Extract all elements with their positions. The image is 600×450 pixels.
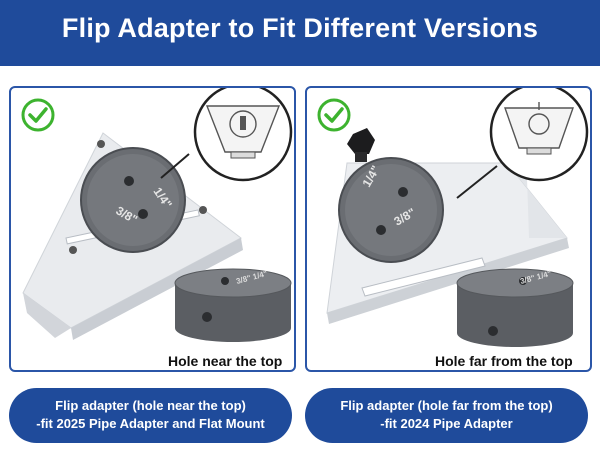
panel-caption: Hole near the top [168,353,283,369]
adapter-puck: 3/8" 1/4" [174,268,292,342]
header-banner: Flip Adapter to Fit Different Versions [0,0,600,66]
adapter-disc: 1/4" 3/8" [80,147,186,253]
pill-line-1: Flip adapter (hole far from the top) [340,398,553,413]
adapter-disc: 1/4" 3/8" [338,157,444,263]
page-title: Flip Adapter to Fit Different Versions [61,13,539,43]
caption-pill-2025: Flip adapter (hole near the top) -fit 20… [9,388,292,443]
detail-callout-bubble [456,88,589,199]
detail-callout-bubble [160,88,293,182]
adapter-puck: 3/8" 1/4" [456,268,574,347]
check-circle-icon [21,98,55,132]
pill-line-2: -fit 2024 Pipe Adapter [380,416,513,431]
panel-caption: Hole far from the top [435,353,573,369]
check-circle-icon [317,98,351,132]
adapter-illustration-far-from-top: 1/4" 3/8" 3/8" 1/4" [317,88,589,347]
panel-hole-near-top: 1/4" 3/8" 3/8" 1/4" Hole near the top [9,86,296,372]
panel-hole-far-from-top: 1/4" 3/8" 3/8" 1/4" Hole far from the to… [305,86,592,372]
black-knob [347,128,375,162]
caption-pill-2024: Flip adapter (hole far from the top) -fi… [305,388,588,443]
adapter-illustration-near-top: 1/4" 3/8" 3/8" 1/4" [21,88,293,342]
pill-line-2: -fit 2025 Pipe Adapter and Flat Mount [36,416,265,431]
pill-line-1: Flip adapter (hole near the top) [55,398,246,413]
